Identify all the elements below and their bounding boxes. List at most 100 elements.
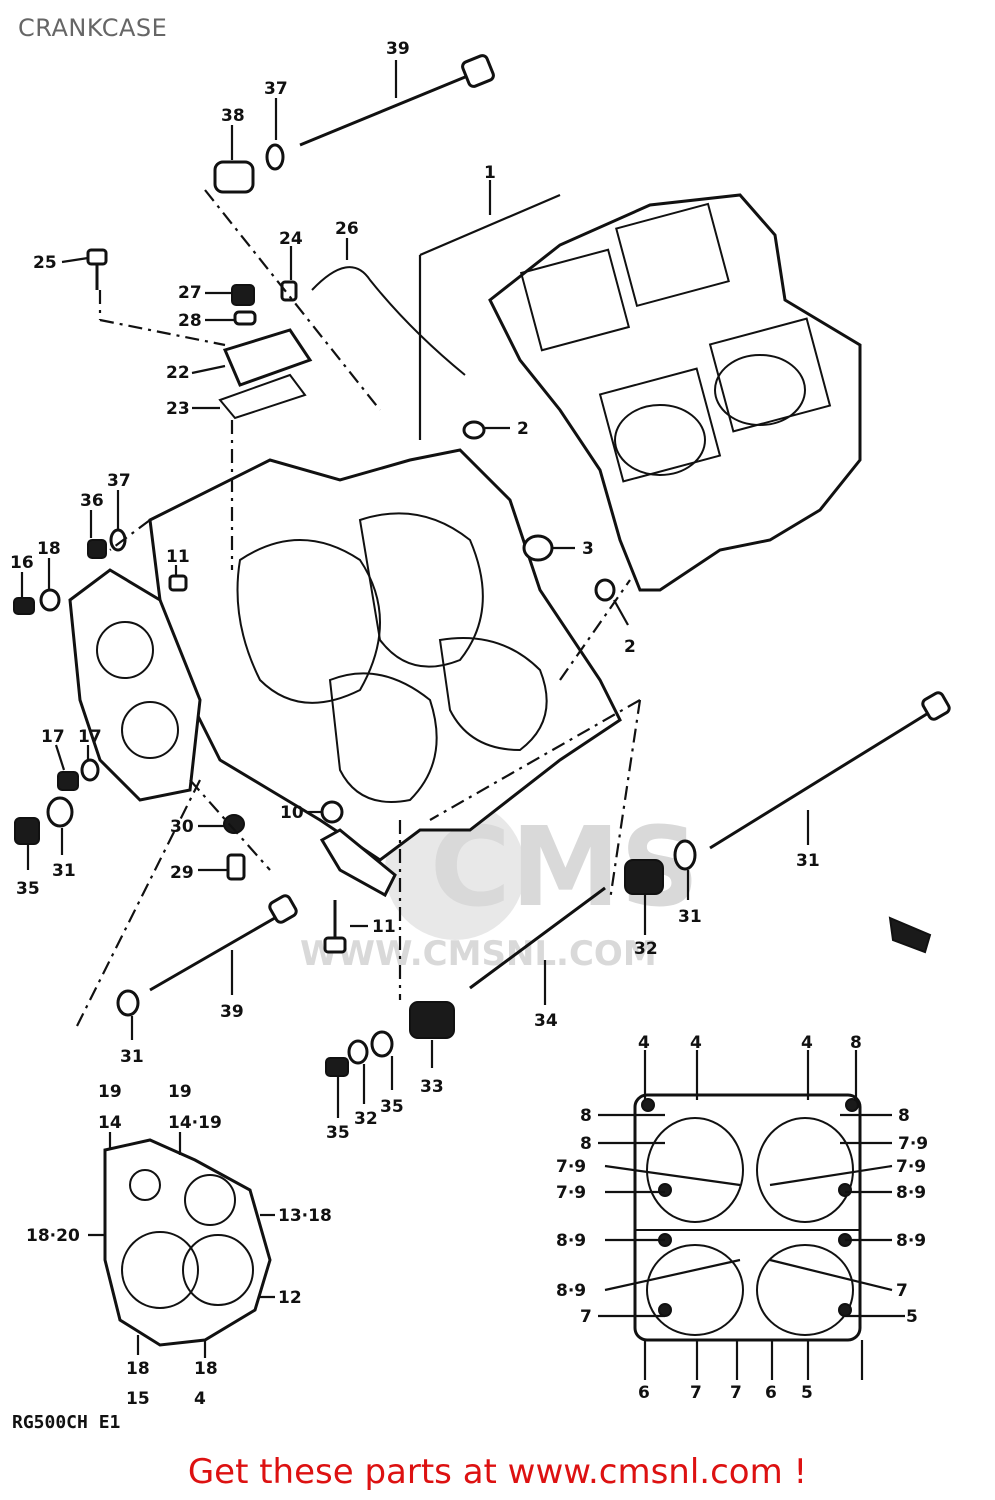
inset-callout-8-9a: 8·9 xyxy=(556,1231,586,1251)
washer-18 xyxy=(80,758,100,782)
bracket-10 xyxy=(319,828,397,898)
callout-31-bottom: 31 xyxy=(120,1047,144,1067)
inset-callout-7-9b: 7·9 xyxy=(556,1183,586,1203)
inset-callout-14: 19 xyxy=(168,1082,192,1102)
crankcase-body xyxy=(148,448,622,862)
washer-31-left xyxy=(46,796,74,828)
inset-callout-12: 18 xyxy=(126,1359,150,1379)
watermark-logo: CMS WWW.CMSNL.COM xyxy=(300,800,699,974)
bolt-36 xyxy=(299,54,495,147)
cylinder-block xyxy=(488,193,862,592)
inset-callout-15: 18 xyxy=(194,1359,218,1379)
callout-33: 34 xyxy=(534,1011,558,1031)
cap-17-lower xyxy=(57,771,79,791)
direction-arrow-icon xyxy=(888,916,932,954)
gasket-23 xyxy=(218,373,307,420)
bolt-30 xyxy=(709,691,951,850)
plug-29 xyxy=(223,814,245,834)
nut-35-lower xyxy=(325,1057,349,1077)
inset-callout-19b: 14·19 xyxy=(168,1113,222,1133)
inset-crankcase-underside xyxy=(633,1093,862,1342)
callout-1: 1 xyxy=(484,163,496,183)
watermark-url: WWW.CMSNL.COM xyxy=(300,934,657,974)
callout-27: 28 xyxy=(178,311,202,331)
inset-underside-labels: 4 4 4 8 8 8 8 7·9 7·9 7·9 7·9 8·9 8·9 8·… xyxy=(556,1033,928,1403)
inset-callout-18a: 15 xyxy=(126,1389,150,1409)
nut-35-left xyxy=(14,817,40,845)
callout-19: 18 xyxy=(37,539,61,559)
callout-22: 24 xyxy=(279,229,303,249)
inset-callout-19a: 14 xyxy=(98,1113,122,1133)
callout-32-right: 32 xyxy=(634,939,658,959)
inset-callout-8c: 8 xyxy=(898,1106,910,1126)
nut-35-upper xyxy=(87,539,107,559)
assembly-lines xyxy=(74,189,642,1031)
inset-callout-5a: 6 xyxy=(638,1383,650,1403)
inset-callout-7-9d: 8·9 xyxy=(896,1183,926,1203)
callout-11-label: 11 xyxy=(372,917,396,937)
breather-cover-21 xyxy=(222,328,313,387)
callout-25: 26 xyxy=(335,219,359,239)
inset-callout-18b: 4 xyxy=(194,1389,206,1409)
cap-26 xyxy=(231,284,255,306)
callout-2-lower: 2 xyxy=(624,637,636,657)
callout-37-lower: 37 xyxy=(107,471,131,491)
inset-callout-8-9c: 8·9 xyxy=(556,1281,586,1301)
callout-39: 39 xyxy=(220,1002,244,1022)
breather-hose-25 xyxy=(311,266,466,376)
callout-31-right: 31 xyxy=(678,907,702,927)
washer-34 xyxy=(370,1030,394,1058)
callout-35-left: 35 xyxy=(16,879,40,899)
callout-37: 37 xyxy=(264,79,288,99)
inset-callout-18-20: 13·18 xyxy=(278,1206,332,1226)
callout-2-top: 2 xyxy=(517,419,529,439)
inset-callout-7c: 7 xyxy=(730,1383,742,1403)
callout-29: 30 xyxy=(170,817,194,837)
inset-callout-7-9c: 7·9 xyxy=(896,1157,926,1177)
callout-28: 29 xyxy=(170,863,194,883)
nut-32-right xyxy=(624,859,664,895)
inset-callout-13-18: 12 xyxy=(278,1288,302,1308)
washer-19 xyxy=(39,588,61,612)
inset-callout-7d: 6 xyxy=(765,1383,777,1403)
callout-26: 27 xyxy=(178,283,202,303)
callout-10: 10 xyxy=(280,803,304,823)
parts-shop-link[interactable]: Get these parts at www.cmsnl.com ! xyxy=(187,1452,808,1492)
callout-32-lower: 33 xyxy=(420,1077,444,1097)
callout-31-left: 31 xyxy=(52,861,76,881)
inset-side-cover-labels: 19 14 19 14·19 18·20 13·18 12 18 15 18 4 xyxy=(26,1082,332,1409)
inset-callout-4a: 4 xyxy=(638,1033,650,1053)
inset-callout-7b: 5 xyxy=(906,1307,918,1327)
inset-side-cover xyxy=(103,1138,272,1347)
leader-lines xyxy=(20,60,810,1118)
callout-17-upper: 16 xyxy=(10,553,34,573)
inset-callout-14-19: 18·20 xyxy=(26,1226,80,1246)
inset-callout-8b: 8 xyxy=(580,1134,592,1154)
cap-17-upper xyxy=(13,597,35,615)
side-cover xyxy=(68,568,202,802)
diagram-title: CRANKCASE xyxy=(18,14,168,42)
callout-16: 11 xyxy=(166,547,190,567)
washer-37-top xyxy=(265,143,285,171)
inset-callout-11: 19 xyxy=(98,1082,122,1102)
seal-3 xyxy=(522,534,554,562)
callout-31-lower: 32 xyxy=(354,1109,378,1129)
plug-16 xyxy=(168,574,188,592)
dowel-2-lower xyxy=(594,578,616,602)
bolt-11 xyxy=(323,900,347,954)
washer-31-right xyxy=(673,839,697,871)
callout-21: 22 xyxy=(166,363,190,383)
inset-callout-4d: 8 xyxy=(850,1033,862,1053)
fitting-22 xyxy=(280,280,298,302)
nut-38 xyxy=(213,160,255,194)
inset-callout-8-9d: 7 xyxy=(896,1281,908,1301)
ring-27 xyxy=(233,310,257,326)
callout-17-lower: 17 xyxy=(41,727,65,747)
inset-callout-6a: 7 xyxy=(690,1383,702,1403)
bolt-24 xyxy=(86,248,108,290)
dowel-10 xyxy=(320,800,344,824)
inset-callout-8-9b: 8·9 xyxy=(896,1231,926,1251)
callout-labels: 39 37 38 1 26 24 25 27 28 22 23 2 37 36 … xyxy=(10,39,820,1143)
washer-31-lower xyxy=(347,1039,369,1065)
